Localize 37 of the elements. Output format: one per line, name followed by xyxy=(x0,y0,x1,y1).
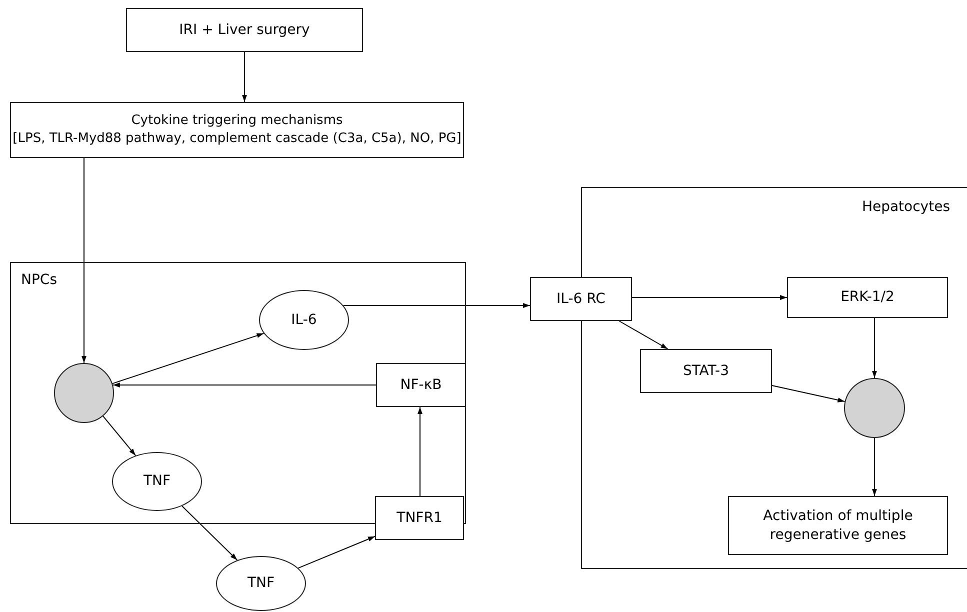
node-label: IL-6 xyxy=(291,310,317,330)
node-label: IRI + Liver surgery xyxy=(179,20,310,40)
process-box xyxy=(640,349,772,393)
arrow xyxy=(772,385,846,402)
compartment-label: Hepatocytes xyxy=(862,198,950,217)
arrow xyxy=(298,536,376,569)
process-box xyxy=(376,363,466,407)
node-label: TNF xyxy=(143,472,171,491)
node-label: ERK-1/2 xyxy=(840,288,894,307)
node-label: Activation of multiple regenerative genes xyxy=(762,506,914,544)
node-label: Cytokine triggering mechanisms xyxy=(131,112,343,130)
arrow xyxy=(102,416,136,456)
process-box xyxy=(728,496,948,555)
compartment-label: NPCs xyxy=(21,271,57,290)
receptor-box xyxy=(375,496,464,540)
node-label: [LPS, TLR-Myd88 pathway, complement cascade (C3a, C5a), NO, PG] xyxy=(12,130,462,148)
arrow xyxy=(632,295,788,300)
arrow xyxy=(872,318,877,378)
arrow xyxy=(342,303,530,308)
arrow xyxy=(242,52,247,102)
arrow xyxy=(618,320,668,350)
arrow xyxy=(112,332,264,384)
compartment-box xyxy=(581,187,967,569)
arrow xyxy=(82,158,86,364)
process-box xyxy=(787,277,948,318)
arrow xyxy=(182,506,238,561)
arrow xyxy=(418,406,422,496)
receptor-box xyxy=(530,277,632,321)
process-box xyxy=(126,8,363,52)
node-label: STAT-3 xyxy=(682,362,730,380)
node-label: IL-6 RC xyxy=(556,290,606,308)
node-label: TNFR1 xyxy=(396,508,442,528)
arrow xyxy=(872,438,877,496)
process-box xyxy=(10,102,464,158)
node-label: TNF xyxy=(247,574,275,593)
node-label: NF-κB xyxy=(400,376,442,394)
arrow xyxy=(112,382,376,388)
